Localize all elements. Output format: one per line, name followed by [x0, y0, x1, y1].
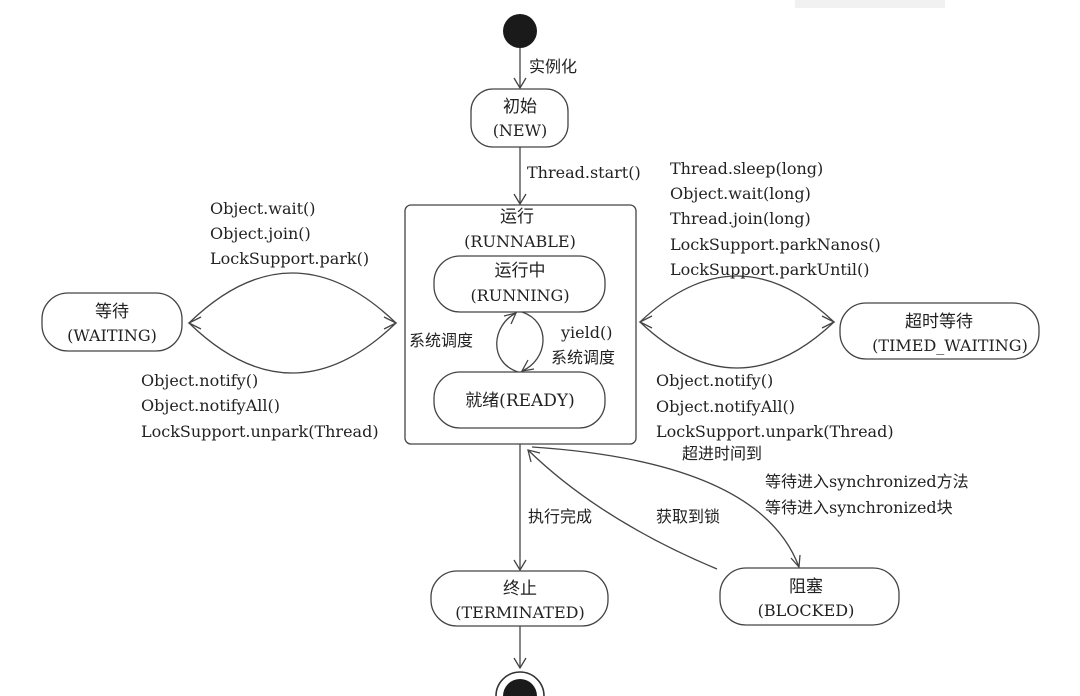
state-timed-waiting [839, 302, 1040, 360]
system-schedule-right-label: 系统调度 [551, 348, 615, 367]
to-timed-waiting-label-4: LockSupport.parkNanos() [670, 235, 881, 254]
final-arrowhead [513, 657, 527, 670]
schedule-loop-down [521, 311, 544, 372]
to-timed-waiting-arrowhead [821, 315, 836, 329]
top-right-shadow [795, 0, 945, 8]
state-waiting [41, 292, 183, 352]
state-blocked-subtitle: (BLOCKED) [758, 601, 855, 620]
state-timed-waiting-title: 超时等待 [905, 312, 973, 332]
from-waiting-label-1: Object.notify() [141, 371, 258, 390]
from-timed-waiting-label-2: Object.notifyAll() [656, 397, 795, 416]
acquire-lock-label: 获取到锁 [656, 507, 720, 526]
state-runnable-subtitle: (RUNNABLE) [464, 232, 576, 251]
to-timed-waiting-label-5: LockSupport.parkUntil() [670, 260, 870, 279]
to-blocked-edge [531, 446, 800, 568]
yield-label: yield() [560, 323, 612, 342]
final-node-core [503, 679, 537, 696]
from-waiting-label-2: Object.notifyAll() [141, 396, 280, 415]
from-timed-waiting-label-3: LockSupport.unpark(Thread) [656, 422, 894, 441]
from-waiting-label-3: LockSupport.unpark(Thread) [141, 422, 379, 441]
to-blocked-label-1: 等待进入synchronized方法 [765, 472, 969, 491]
to-waiting-label-2: Object.join() [210, 224, 311, 243]
to-waiting-label-1: Object.wait() [210, 199, 316, 218]
to-waiting-label-3: LockSupport.park() [210, 249, 369, 268]
runnable-waiting-lens [188, 272, 397, 374]
schedule-loop-up-arrowhead [503, 312, 518, 325]
state-timed-waiting-subtitle: (TIMED_WAITING) [872, 336, 1028, 355]
state-terminated-title: 终止 [503, 579, 537, 599]
from-timed-waiting-arrowhead [638, 315, 653, 329]
system-schedule-left-label: 系统调度 [409, 331, 473, 350]
initial-node [503, 14, 537, 48]
from-waiting-arrowhead [383, 316, 398, 330]
to-timed-waiting-label-2: Object.wait(long) [670, 184, 811, 203]
timeout-label: 超进时间到 [682, 444, 762, 463]
state-waiting-subtitle: (WAITING) [67, 326, 157, 345]
schedule-loop-up [496, 312, 519, 373]
state-running-title: 运行中 [495, 261, 546, 281]
acquire-lock-arrowhead [527, 449, 541, 463]
state-blocked [719, 567, 900, 626]
to-timed-waiting-label-1: Thread.sleep(long) [670, 159, 823, 178]
state-new-title: 初始 [503, 97, 537, 117]
runnable-timed-waiting-lens [639, 275, 835, 369]
state-running [433, 255, 606, 313]
to-blocked-arrowhead [790, 554, 801, 569]
execution-complete-arrowhead [513, 559, 527, 572]
execution-complete-label: 执行完成 [528, 507, 592, 526]
acquire-lock-edge [527, 449, 718, 570]
state-ready [433, 371, 606, 429]
schedule-loop-down-arrowhead [520, 359, 535, 372]
state-terminated-subtitle: (TERMINATED) [455, 603, 584, 622]
thread-start-label: Thread.start() [527, 163, 641, 182]
instantiate-label: 实例化 [529, 57, 577, 76]
state-blocked-title: 阻塞 [789, 577, 823, 597]
state-ready-title: 就绪(READY) [465, 391, 575, 411]
thread-start-arrowhead [513, 193, 527, 206]
instantiate-arrowhead [513, 77, 527, 90]
to-waiting-arrowhead [187, 316, 202, 330]
state-waiting-title: 等待 [95, 302, 129, 322]
state-runnable-title: 运行 [500, 207, 534, 227]
from-timed-waiting-label-1: Object.notify() [656, 371, 773, 390]
to-timed-waiting-label-3: Thread.join(long) [670, 209, 811, 228]
state-running-subtitle: (RUNNING) [470, 286, 569, 305]
state-new-subtitle: (NEW) [493, 121, 548, 140]
to-blocked-label-2: 等待进入synchronized块 [765, 498, 953, 517]
